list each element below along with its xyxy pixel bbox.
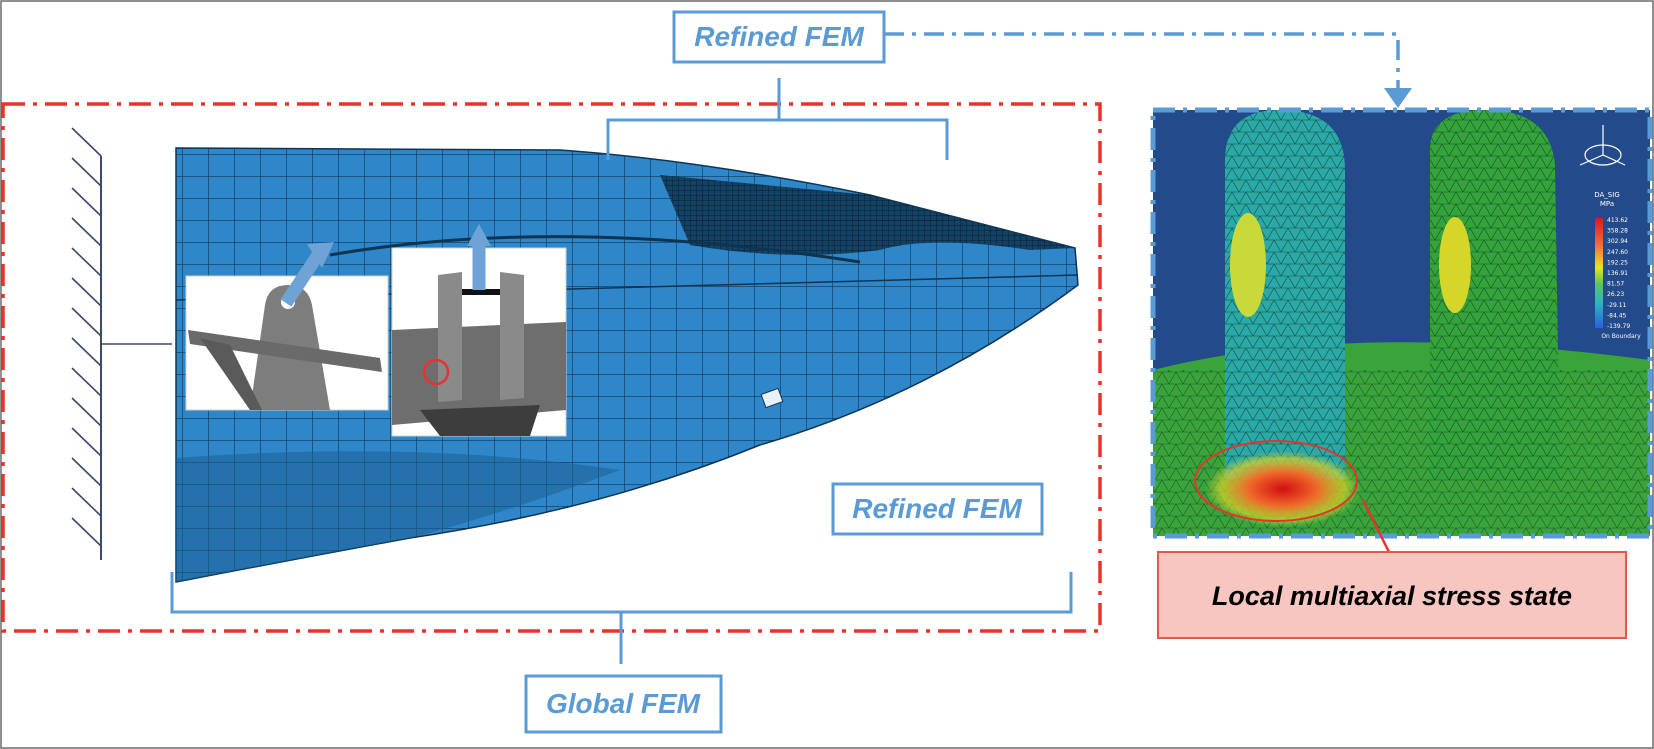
- axis-triad-icon: [1579, 125, 1626, 166]
- legend-tick-label: 136.91: [1607, 270, 1628, 277]
- legend-tick-label: 81.57: [1607, 281, 1624, 288]
- local-stress-result: DA_SIG MPa 413.62 358.28 302.94 247.60 192.2…: [1153, 110, 1650, 536]
- local-stress-label: Local multiaxial stress state: [1157, 551, 1627, 639]
- refined-fem-top-label: Refined FEM: [672, 10, 886, 64]
- legend-colorbar: [1595, 218, 1603, 328]
- fixed-support: [71, 127, 172, 560]
- legend-tick-label: -29.11: [1607, 302, 1627, 309]
- legend-tick-label: 358.28: [1607, 228, 1628, 235]
- legend-tick-label: 413.62: [1607, 217, 1628, 224]
- legend-tick-label: 302.94: [1607, 238, 1628, 245]
- legend-tick-label: -139.79: [1607, 323, 1630, 330]
- legend-tick-label: 26.23: [1607, 291, 1624, 298]
- legend-tick-label: 247.60: [1607, 249, 1628, 256]
- hotspot-circle: [1194, 440, 1358, 522]
- refined-fem-top-text: Refined FEM: [694, 21, 864, 52]
- legend-tick-label: 192.25: [1607, 259, 1628, 266]
- refined-bracket: [606, 78, 949, 160]
- legend-tick-label: -84.45: [1607, 312, 1627, 319]
- legend-unit: MPa: [1600, 200, 1614, 208]
- legend-ticks: 413.62 358.28 302.94 247.60 192.25 136.91 81.5…: [1607, 217, 1630, 330]
- load-arrows: [280, 224, 491, 307]
- lug-fitting-photo-right: [391, 247, 567, 437]
- refined-to-local-arrow: [884, 32, 1412, 108]
- refined-fem-inner-text: Refined FEM: [852, 493, 1022, 524]
- local-stress-text: Local multiaxial stress state: [1212, 581, 1572, 611]
- hotspot-pointer: [1361, 499, 1391, 553]
- global-fem-label: Global FEM: [524, 674, 723, 734]
- legend-title: DA_SIG: [1594, 191, 1620, 199]
- global-bracket: [170, 572, 1073, 664]
- global-fem-text: Global FEM: [546, 688, 701, 719]
- legend-footer: On Boundary: [1601, 333, 1641, 340]
- refined-fem-inner-label: Refined FEM: [831, 482, 1044, 536]
- global-fem-frame: [1, 102, 1102, 633]
